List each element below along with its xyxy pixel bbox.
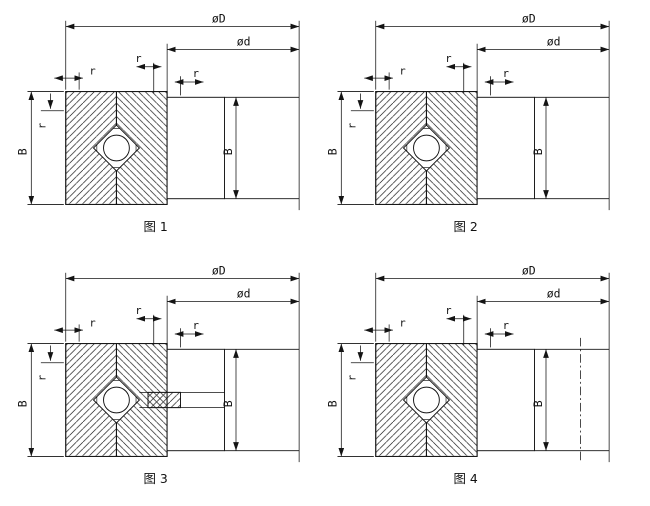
outer-diameter-label: øD <box>212 264 226 278</box>
chamfer-label: r <box>89 65 95 77</box>
chamfer-label: r <box>347 123 359 129</box>
width-outer-label: B <box>16 148 30 155</box>
figure-3-drawing: øD ød B B r r r r 图 3 <box>16 264 324 486</box>
chamfer-label: r <box>37 123 49 129</box>
figure-4-drawing: øD ød B B r r r r 图 4 <box>326 264 634 486</box>
figure-caption: 图 2 <box>454 219 478 234</box>
width-outer-label: B <box>326 400 340 407</box>
fill-plug-hatch <box>147 391 181 409</box>
inner-diameter-label: ød <box>237 35 251 49</box>
chamfer-label: r <box>445 305 451 317</box>
chamfer-label: r <box>193 68 199 80</box>
chamfer-label: r <box>37 375 49 381</box>
figure-1: øD ød B B r r r r 图 1 <box>16 4 324 248</box>
figure-4: øD ød B B r r r r 图 4 <box>326 256 634 500</box>
chamfer-label: r <box>135 53 141 65</box>
outer-diameter-label: øD <box>522 12 536 26</box>
chamfer-label: r <box>135 305 141 317</box>
chamfer-label: r <box>89 317 95 329</box>
width-inner-label: B <box>221 148 235 155</box>
width-inner-label: B <box>221 400 235 407</box>
figure-caption: 图 4 <box>454 471 478 486</box>
figure-3: øD ød B B r r r r 图 3 <box>16 256 324 500</box>
figure-1-drawing: øD ød B B r r r r 图 1 <box>16 12 324 234</box>
outer-diameter-label: øD <box>212 12 226 26</box>
width-outer-label: B <box>16 400 30 407</box>
outer-diameter-label: øD <box>522 264 536 278</box>
inner-diameter-label: ød <box>547 35 561 49</box>
figure-2-drawing: øD ød B B r r r r 图 2 <box>326 12 634 234</box>
width-inner-label: B <box>531 148 545 155</box>
inner-diameter-label: ød <box>547 287 561 301</box>
chamfer-label: r <box>193 320 199 332</box>
chamfer-label: r <box>503 68 509 80</box>
chamfer-label: r <box>503 320 509 332</box>
inner-diameter-label: ød <box>237 287 251 301</box>
figure-2: øD ød B B r r r r 图 2 <box>326 4 634 248</box>
figure-caption: 图 3 <box>144 471 168 486</box>
chamfer-label: r <box>445 53 451 65</box>
chamfer-label: r <box>399 65 405 77</box>
width-inner-label: B <box>531 400 545 407</box>
figure-caption: 图 1 <box>144 219 168 234</box>
roller-fill-plug <box>139 391 225 409</box>
width-outer-label: B <box>326 148 340 155</box>
chamfer-label: r <box>347 375 359 381</box>
chamfer-label: r <box>399 317 405 329</box>
